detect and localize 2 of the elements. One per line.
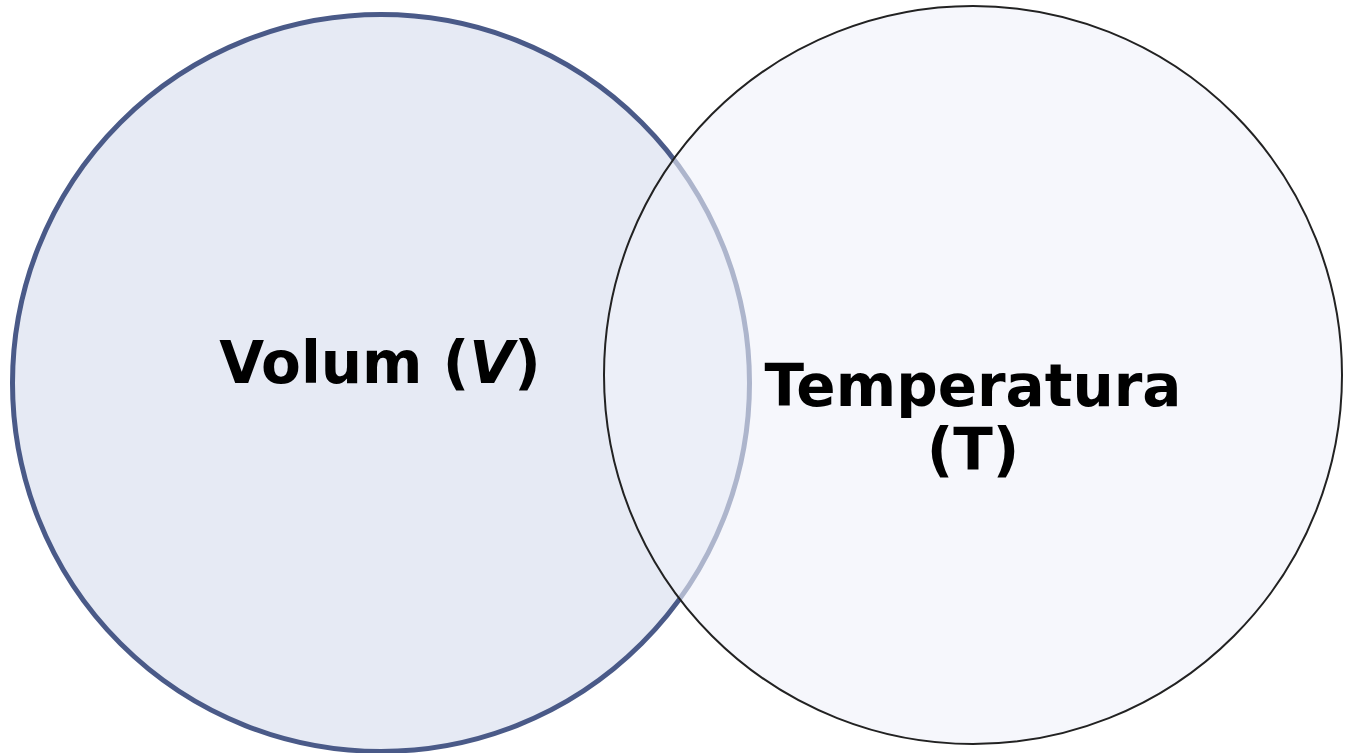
circle-label: Temperatura (T) <box>763 355 1183 483</box>
circle-label: Volum (V) <box>218 332 542 396</box>
